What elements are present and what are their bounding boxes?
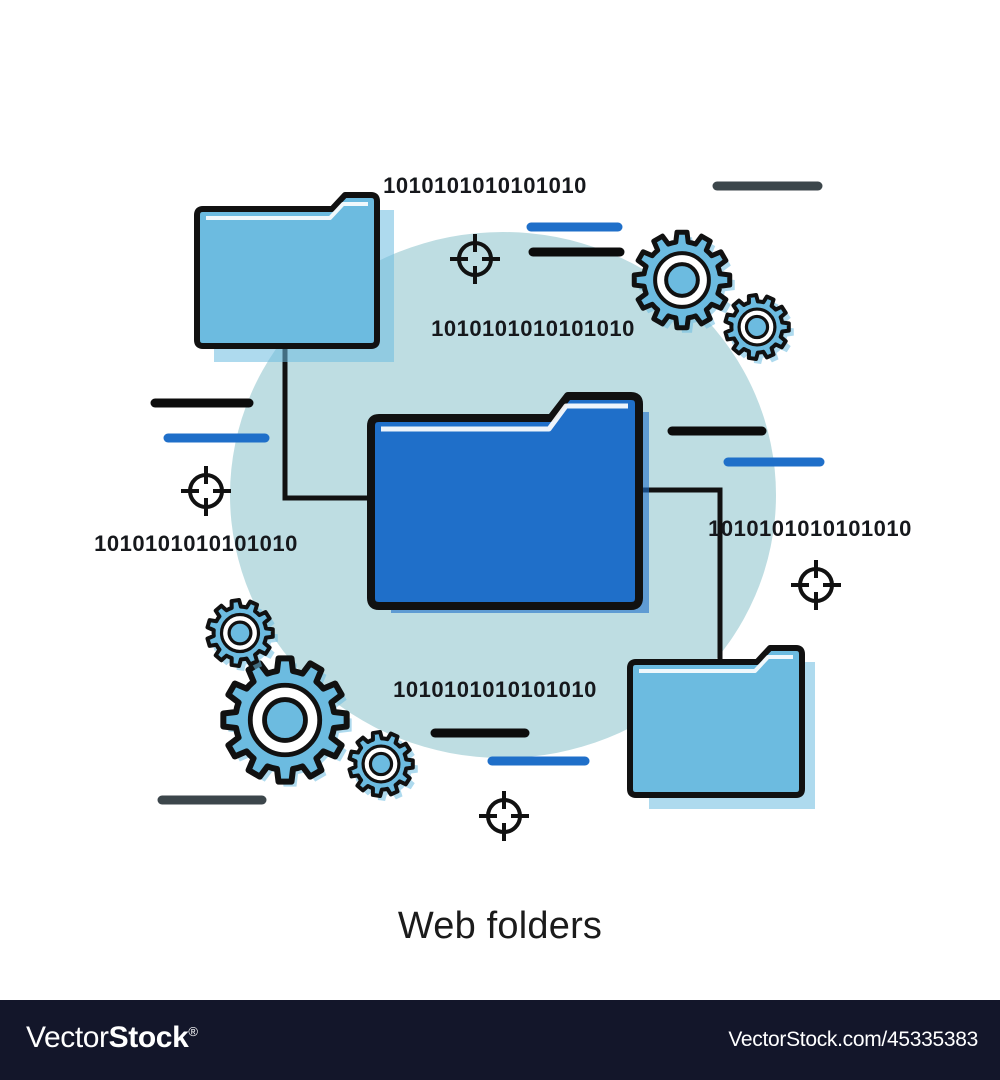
gear-top-small[interactable] bbox=[723, 293, 794, 364]
folder-top-left[interactable] bbox=[194, 192, 394, 362]
crosshairs bbox=[181, 234, 841, 841]
page-title: Web folders bbox=[397, 905, 603, 947]
brand-first: Vector bbox=[26, 1021, 109, 1054]
vectorstock-logo: VectorStock® bbox=[26, 1021, 198, 1055]
binary-code-labels: 1010101010101010 1010101010101010 10101010… bbox=[94, 173, 912, 702]
binary-right: 1010101010101010 bbox=[708, 516, 912, 541]
folder-top-left-body bbox=[194, 192, 380, 349]
folder-center-body bbox=[367, 392, 643, 610]
binary-bottom: 1010101010101010 bbox=[393, 677, 597, 702]
folder-center-tab-highlight bbox=[381, 403, 628, 432]
binary-top: 1010101010101010 bbox=[383, 173, 587, 198]
gear-bottom-upper-small[interactable] bbox=[205, 598, 278, 671]
gear-bottom-right-small-hub bbox=[368, 751, 394, 777]
folder-bottom-right[interactable] bbox=[627, 645, 815, 809]
connector-topleft bbox=[282, 345, 380, 501]
binary-upper-mid: 1010101010101010 bbox=[431, 316, 635, 341]
crosshair-left bbox=[181, 466, 231, 516]
folder-center[interactable] bbox=[367, 392, 649, 613]
gear-top-large[interactable] bbox=[631, 229, 735, 333]
binary-left: 1010101010101010 bbox=[94, 531, 298, 556]
illustration-canvas: 1010101010101010 1010101010101010 10101010… bbox=[94, 173, 912, 947]
gear-top-small-hub bbox=[744, 314, 770, 340]
gear-top-large-hub bbox=[664, 262, 700, 298]
dash-lines bbox=[150, 181, 825, 805]
crosshair-right bbox=[791, 560, 841, 610]
crosshair-bottom bbox=[479, 791, 529, 841]
folder-top-left-tab-highlight bbox=[206, 202, 368, 220]
gear-bottom-right-small[interactable] bbox=[347, 730, 418, 801]
registered-mark-icon: ® bbox=[188, 1024, 198, 1039]
brand-second: Stock bbox=[108, 1021, 189, 1054]
folder-bottom-right-tab-highlight bbox=[639, 655, 793, 673]
web-folders-illustration: 1010101010101010 1010101010101010 10101010… bbox=[94, 173, 912, 841]
gear-bottom-upper-small-hub bbox=[227, 620, 253, 646]
gear-bottom-large-hub bbox=[262, 697, 308, 743]
folder-bottom-right-body bbox=[627, 645, 805, 798]
watermark-footer: VectorStock® VectorStock.com/45335383 bbox=[0, 1000, 1000, 1080]
gear-bottom-large[interactable] bbox=[220, 655, 352, 787]
crosshair-top bbox=[450, 234, 500, 284]
footer-url: VectorStock.com/45335383 bbox=[728, 1028, 978, 1051]
